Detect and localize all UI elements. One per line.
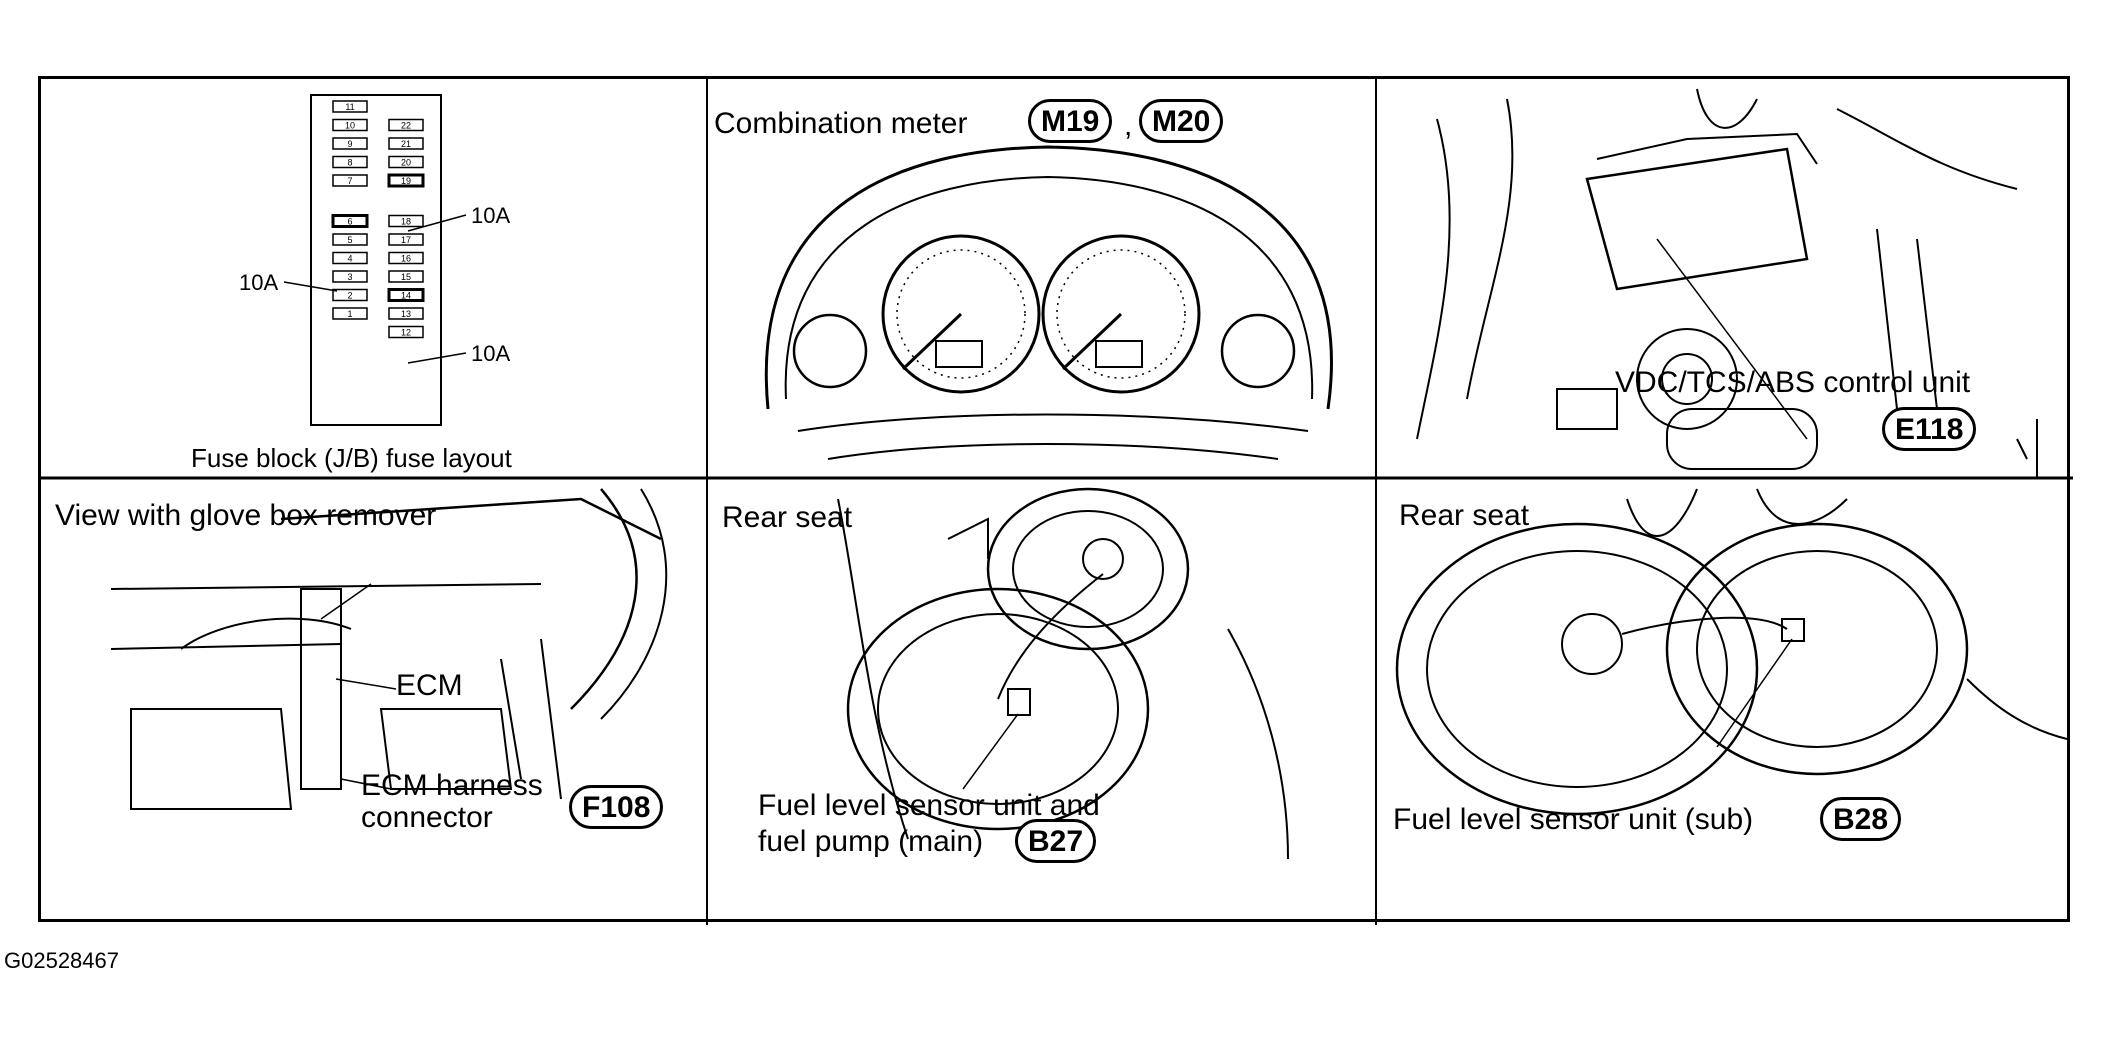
- fuel-main-label-line2: fuel pump (main): [758, 825, 984, 858]
- fuse-slot-label-18: 18: [401, 217, 411, 227]
- ecm-drawing: [110, 488, 668, 810]
- fuse-slot-6: [331, 214, 369, 228]
- fuel-sensor-main-panel: Rear seat Fuel level sensor unit and fue…: [708, 479, 1376, 925]
- fuse-slot-label-1: 1: [347, 309, 352, 319]
- fuse-slot-9: [332, 137, 368, 150]
- ecm-harness-label-line2: connector: [361, 801, 493, 834]
- fuse-slot-8: [332, 155, 368, 169]
- fuel-main-title: Rear seat: [722, 501, 853, 534]
- fuse-slot-22: [388, 118, 424, 132]
- fuse-slot-label-17: 17: [401, 235, 411, 245]
- fuse-slot-label-19: 19: [401, 176, 411, 186]
- fuse-slot-label-4: 4: [347, 254, 352, 264]
- fuel-main-label-line1: Fuel level sensor unit and: [758, 789, 1100, 822]
- fuel-sub-title: Rear seat: [1399, 499, 1530, 532]
- fuse-slot-4: [332, 251, 368, 265]
- fuse-slot-7: [332, 174, 368, 187]
- fuse-callout-10a-bottom: 10A: [471, 341, 511, 366]
- fuse-slot-label-8: 8: [347, 158, 352, 168]
- fuse-slot-10: [332, 118, 368, 132]
- fuse-slot-1: [332, 307, 368, 320]
- fuse-slot-label-11: 11: [345, 102, 354, 112]
- figure-id: G02528467: [4, 948, 119, 973]
- fuse-slot-label-14: 14: [401, 291, 411, 301]
- fuse-slot-label-20: 20: [401, 158, 411, 168]
- fuse-slot-label-2: 2: [347, 291, 352, 301]
- fuse-callout-10a-top: 10A: [471, 203, 511, 228]
- ecm-panel: View with glove box remover ECM ECM harn…: [41, 479, 707, 925]
- fuse-slot-label-16: 16: [401, 254, 411, 264]
- fuse-slot-16: [388, 251, 424, 265]
- connector-m19-badge: M19: [1028, 99, 1113, 143]
- fuse-slot-19: [387, 173, 425, 188]
- fuse-slot-label-3: 3: [347, 272, 352, 282]
- vdc-control-unit-panel: VDC/TCS/ABS control unit E118: [1377, 79, 2073, 478]
- fuse-slot-label-15: 15: [401, 272, 411, 282]
- vdc-control-unit-drawing: [1416, 88, 2038, 478]
- fuel-sub-label: Fuel level sensor unit (sub): [1393, 803, 1754, 836]
- fuse-slot-13: [388, 307, 424, 320]
- fuse-callout-10a-left: 10A: [239, 270, 279, 295]
- fuse-slot-2: [332, 288, 368, 302]
- fuse-slot-18: [388, 214, 424, 228]
- fuse-slot-label-5: 5: [347, 235, 352, 245]
- connector-m20-badge: M20: [1139, 99, 1224, 143]
- ecm-harness-label-line1: ECM harness: [361, 769, 543, 802]
- fuse-slot-label-10: 10: [345, 121, 355, 131]
- fuse-slot-12: [388, 325, 424, 339]
- connector-f108-badge: F108: [569, 785, 664, 829]
- combination-meter-title: Combination meter: [714, 107, 968, 140]
- fuel-sensor-main-drawing: [837, 487, 1289, 860]
- fuel-sensor-sub-drawing: [1395, 488, 2068, 816]
- ecm-panel-title: View with glove box remover: [55, 499, 437, 532]
- fuse-slot-21: [388, 137, 424, 150]
- fuse-block-caption: Fuse block (J/B) fuse layout: [191, 443, 512, 473]
- fuse-slot-15: [388, 270, 424, 283]
- fuse-slot-3: [332, 270, 368, 283]
- connector-e118-badge: E118: [1882, 407, 1977, 451]
- ecm-label: ECM: [396, 669, 463, 702]
- connector-separator: ,: [1124, 109, 1133, 142]
- combination-meter-drawing: [764, 145, 1333, 460]
- vdc-control-unit-label: VDC/TCS/ABS control unit: [1615, 366, 1971, 399]
- fuse-slot-17: [388, 233, 424, 246]
- fuse-slot-label-13: 13: [401, 309, 411, 319]
- fuel-sensor-sub-panel: Rear seat Fuel level sensor unit (sub) B…: [1377, 479, 2073, 925]
- combination-meter-panel: Combination meter M19 , M20: [708, 79, 1376, 478]
- connector-b28-badge: B28: [1820, 797, 1902, 841]
- fuse-slot-label-7: 7: [347, 176, 352, 186]
- connector-b27-badge: B27: [1015, 819, 1097, 863]
- fuse-slot-5: [332, 233, 368, 246]
- fuse-slot-label-21: 21: [401, 139, 411, 149]
- fuse-slot-label-12: 12: [401, 328, 411, 338]
- fuse-slot-label-6: 6: [347, 217, 352, 227]
- fuse-slot-label-9: 9: [347, 139, 352, 149]
- fuse-slot-14: [387, 288, 425, 302]
- fuse-slot-11: [332, 100, 368, 113]
- fuse-slot-label-22: 22: [401, 121, 411, 131]
- panel-grid: [41, 79, 2073, 925]
- fuse-slot-20: [388, 155, 424, 169]
